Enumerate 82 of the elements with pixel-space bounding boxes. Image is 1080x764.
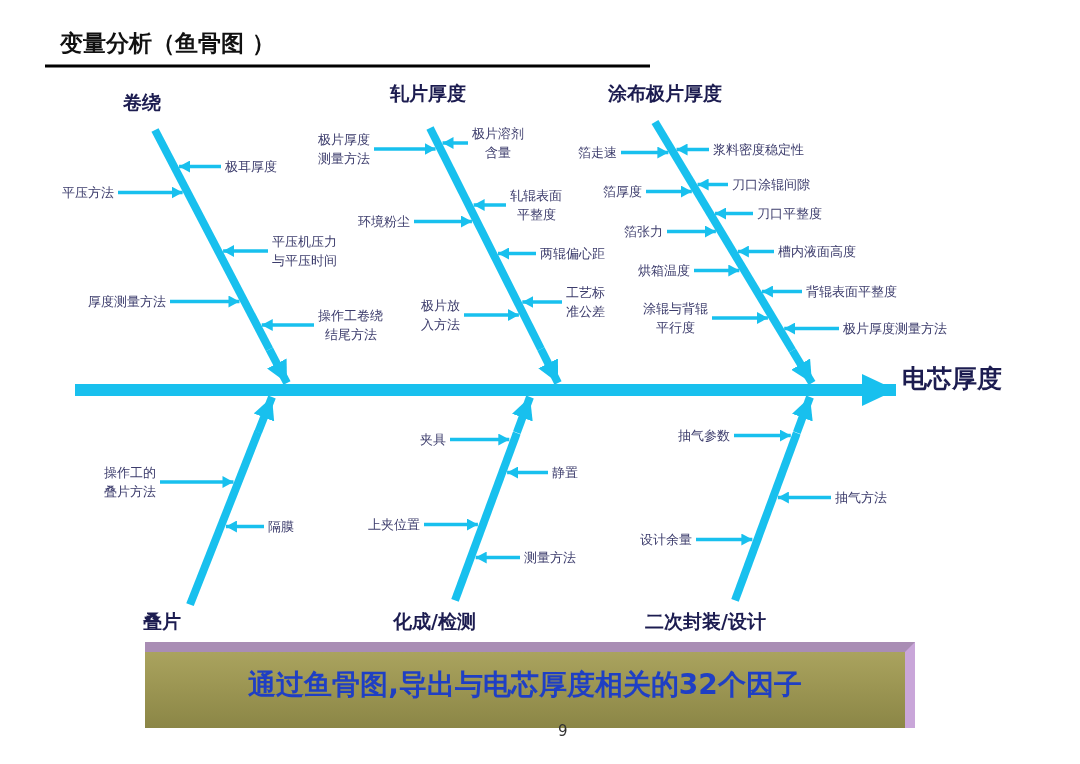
arrow [498, 247, 536, 260]
cause-label: 静置 [552, 463, 578, 482]
category-label: 轧片厚度 [390, 84, 466, 103]
arrow [784, 322, 839, 335]
cause-label: 刀口平整度 [757, 204, 822, 223]
arrow [179, 160, 221, 173]
arrow [646, 185, 692, 198]
cause-label: 极片溶剂含量 [472, 124, 524, 162]
cause-label: 涂辊与背辊平行度 [643, 299, 708, 337]
cause-label: 操作工卷绕结尾方法 [318, 306, 383, 344]
cause-label: 隔膜 [268, 517, 294, 536]
category-label: 化成/检测 [393, 612, 476, 631]
arrow [118, 186, 183, 199]
cause-label: 工艺标准公差 [566, 283, 605, 321]
arrow [475, 551, 520, 564]
cause-label: 烘箱温度 [638, 261, 690, 280]
arrow [450, 433, 510, 446]
cause-label: 极耳厚度 [225, 157, 277, 176]
arrow [414, 215, 472, 228]
cause-label: 上夹位置 [368, 515, 420, 534]
arrow [170, 295, 240, 308]
cause-label: 抽气参数 [678, 426, 730, 445]
cause-label: 环境粉尘 [358, 212, 410, 231]
category-label: 叠片 [143, 612, 181, 631]
cause-label: 厚度测量方法 [88, 292, 166, 311]
arrow [464, 309, 519, 321]
arrowhead [792, 395, 814, 435]
arrow [715, 207, 753, 220]
arrow [777, 491, 831, 504]
arrow [697, 178, 728, 191]
spine-arrow [850, 374, 896, 406]
arrow [712, 312, 768, 324]
cause-label: 极片放入方法 [421, 296, 460, 334]
cause-label: 设计余量 [640, 530, 692, 549]
title: 变量分析（鱼骨图 ） [60, 29, 275, 58]
cause-label: 背辊表面平整度 [806, 282, 897, 301]
arrow [507, 466, 548, 479]
cause-label: 箔厚度 [603, 182, 642, 201]
arrow [694, 264, 740, 277]
cause-label: 平压机压力与平压时间 [272, 232, 337, 270]
arrow [374, 143, 436, 155]
cause-label: 极片厚度测量方法 [843, 319, 947, 338]
arrow [621, 146, 669, 159]
cause-label: 平压方法 [62, 183, 114, 202]
arrow [442, 137, 468, 149]
arrow [761, 285, 802, 298]
arrow [261, 319, 314, 331]
arrow [225, 520, 264, 533]
arrow [473, 199, 506, 211]
arrow [737, 245, 774, 258]
category-label: 卷绕 [123, 93, 161, 112]
spine-bar [75, 384, 850, 396]
arrow [522, 296, 562, 308]
cause-label: 槽内液面高度 [778, 242, 856, 261]
cause-label: 轧辊表面平整度 [510, 186, 562, 224]
arrowhead [265, 347, 291, 385]
cause-label: 抽气方法 [835, 488, 887, 507]
arrowhead [253, 395, 276, 434]
cause-label: 夹具 [420, 430, 446, 449]
cause-label: 箔张力 [624, 222, 663, 241]
cause-label: 浆料密度稳定性 [713, 140, 804, 159]
arrow [667, 225, 716, 238]
arrow [424, 518, 478, 531]
cause-label: 刀口涂辊间隙 [732, 175, 810, 194]
arrowhead [537, 347, 562, 385]
arrow [734, 429, 791, 442]
arrowhead [789, 348, 816, 386]
cause-label: 操作工的叠片方法 [104, 463, 156, 501]
cause-label: 两辊偏心距 [540, 244, 605, 263]
cause-label: 箔走速 [578, 143, 617, 162]
arrow [160, 476, 234, 488]
bone-line [186, 432, 263, 605]
arrow [676, 143, 709, 156]
cause-label: 测量方法 [524, 548, 576, 567]
category-label: 涂布极片厚度 [608, 84, 722, 103]
arrow [696, 533, 753, 546]
category-label: 二次封装/设计 [645, 612, 766, 631]
bone-line [731, 432, 801, 600]
bone-line [451, 432, 521, 600]
arrow [223, 245, 268, 257]
arrowhead [512, 395, 534, 435]
cause-label: 极片厚度测量方法 [318, 130, 370, 168]
